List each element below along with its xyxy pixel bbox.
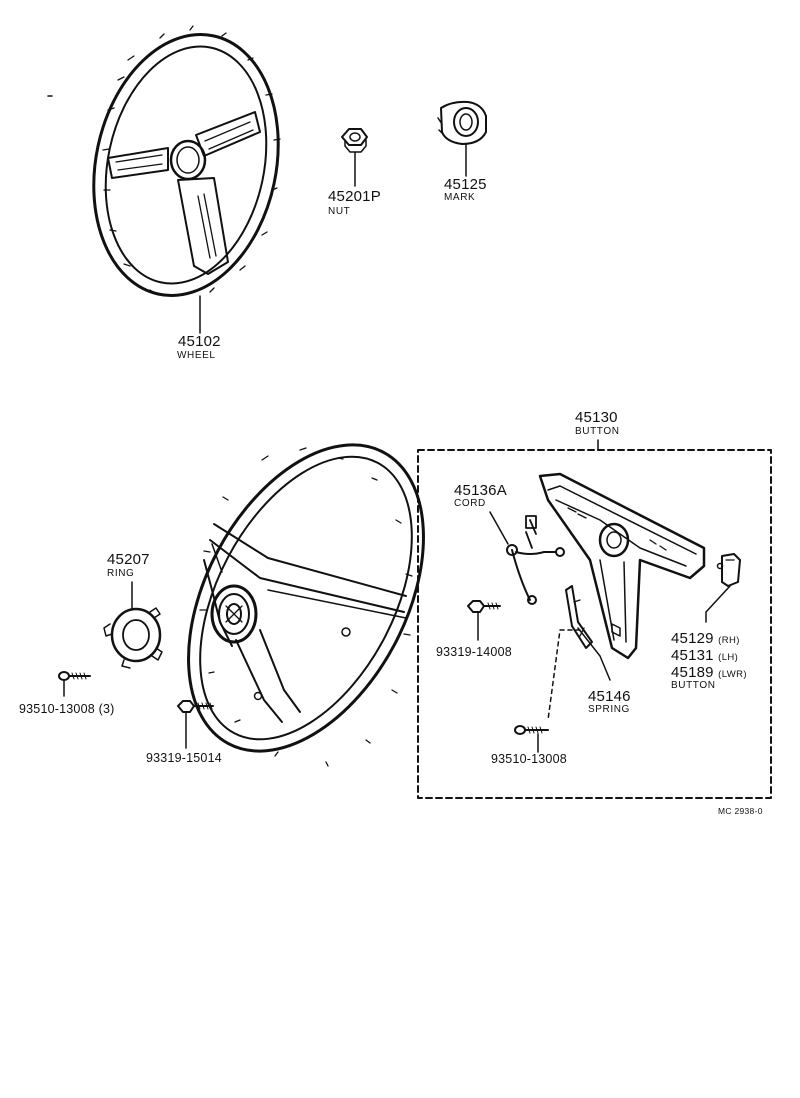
cord-part-number: 45136A <box>454 482 507 499</box>
ring-part-number: 45207 <box>107 551 150 568</box>
side-button-row-rh: 45129 (RH) <box>671 631 740 647</box>
side-button-lh-number: 45131 <box>671 647 714 664</box>
button-assy-part-name: BUTTON <box>575 426 620 437</box>
wheel-part-name: WHEEL <box>177 350 216 361</box>
side-button-name: BUTTON <box>671 680 716 691</box>
side-button-lwr-number: 45189 <box>671 664 714 681</box>
side-button-row-lwr: 45189 (LWR) <box>671 665 747 681</box>
side-button-rh-number: 45129 <box>671 630 714 647</box>
screw-ring <box>58 671 91 697</box>
ring-part-name: RING <box>107 568 135 579</box>
screw-ring-qty: (3) <box>98 702 115 716</box>
screw-center-part-number: 93319-15014 <box>146 751 222 765</box>
side-button-lwr-side: (LWR) <box>718 669 747 680</box>
nut-part <box>341 128 368 187</box>
spring-part <box>547 585 611 721</box>
nut-part-number: 45201P <box>328 188 381 205</box>
steering-wheel-assembly <box>187 443 425 767</box>
steering-wheel-top <box>47 25 281 334</box>
side-button-part <box>705 553 741 623</box>
screw-ring-part-number: 93510-13008 (3) <box>19 703 114 716</box>
figure-code: MC 2938-0 <box>718 806 763 816</box>
side-button-row-lh: 45131 (LH) <box>671 648 738 664</box>
mark-emblem-part <box>437 100 487 177</box>
screw-center <box>177 700 214 749</box>
horn-button-pad <box>538 472 706 660</box>
nut-part-name: NUT <box>328 206 351 217</box>
mark-part-number: 45125 <box>444 176 487 193</box>
ring-part <box>103 581 163 669</box>
cord-part-name: CORD <box>454 498 486 509</box>
button-assy-part-number: 45130 <box>575 409 618 426</box>
wheel-part-number: 45102 <box>178 333 221 350</box>
screw-cord <box>467 600 501 641</box>
spring-part-name: SPRING <box>588 704 630 715</box>
screw-ring-number: 93510-13008 <box>19 702 95 716</box>
side-button-rh-side: (RH) <box>718 635 740 646</box>
button-assembly-box <box>417 439 772 799</box>
mark-part-name: MARK <box>444 192 476 203</box>
screw-cord-part-number: 93319-14008 <box>436 645 512 659</box>
side-button-lh-side: (LH) <box>718 652 739 663</box>
screw-spring-part-number: 93510-13008 <box>491 752 567 766</box>
screw-spring <box>514 725 549 753</box>
cord-part <box>489 511 565 605</box>
spring-part-number: 45146 <box>588 688 631 705</box>
